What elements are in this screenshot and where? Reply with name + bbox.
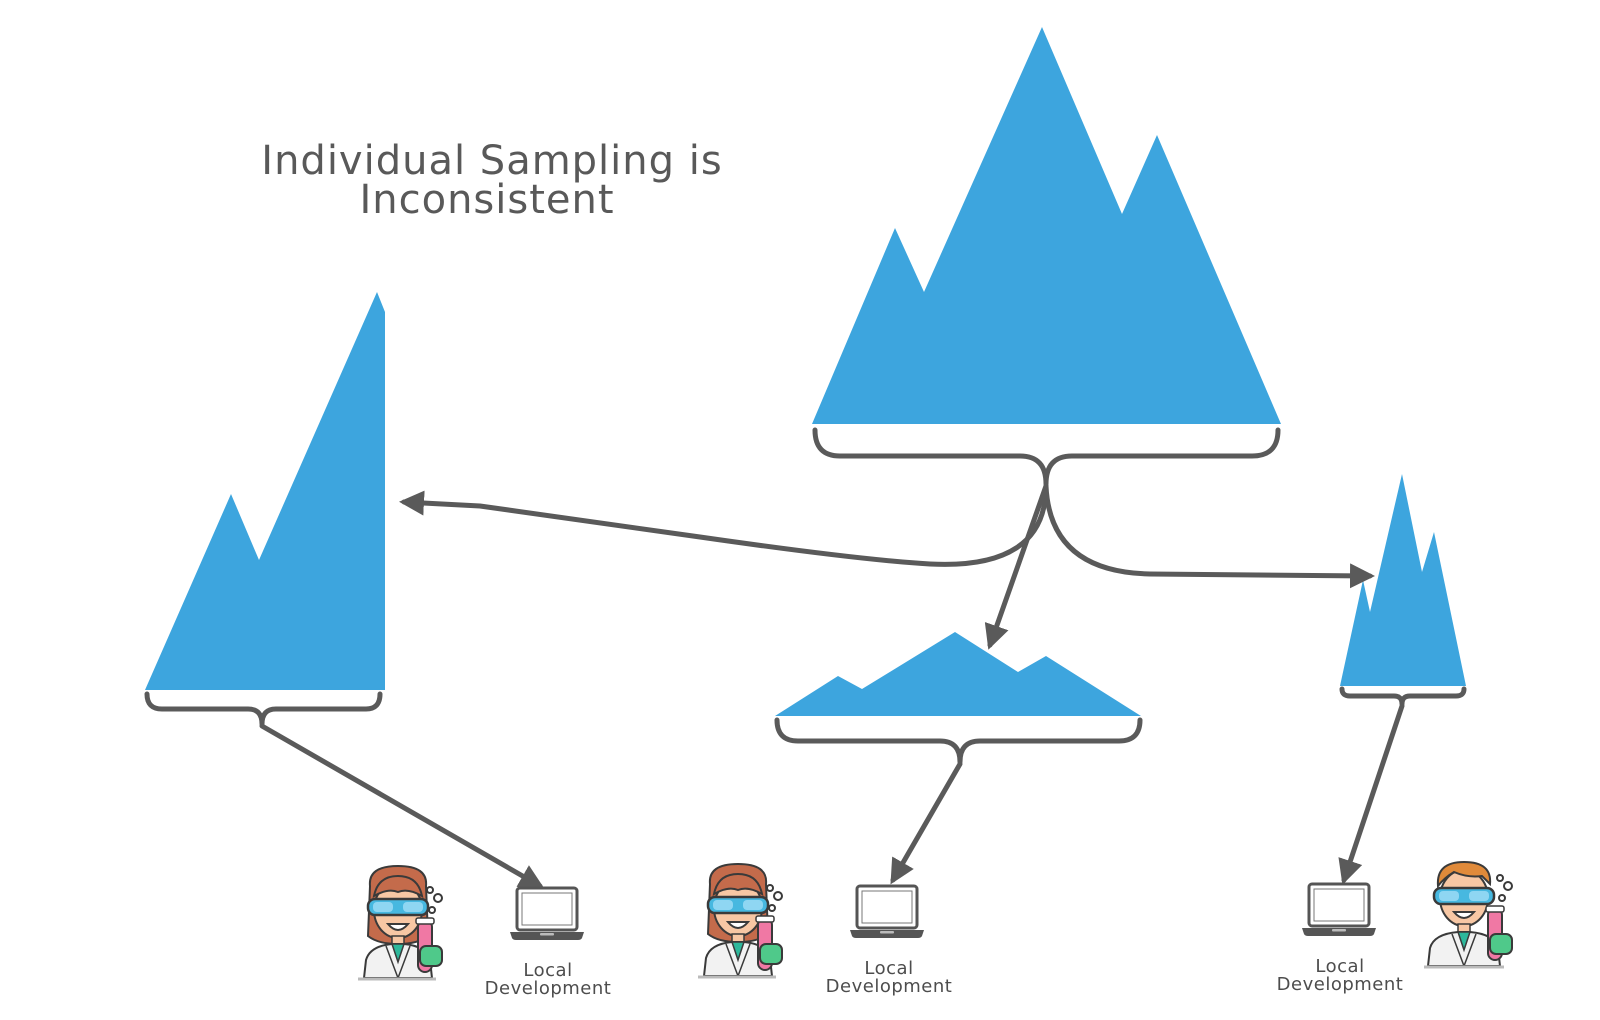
female-scientist-icon (696, 862, 784, 979)
arrow-population-to-right (1043, 483, 1375, 589)
laptop-icon (1300, 882, 1378, 938)
sample-distribution-left (144, 292, 385, 727)
female-scientist-icon (356, 864, 444, 981)
sample-distribution-right (1339, 474, 1467, 707)
caption-middle-line-1: Local (864, 958, 913, 979)
arrow-right-sample-to-laptop (1338, 703, 1405, 885)
sample-right-brace (1339, 686, 1467, 707)
sample-left-peaks (145, 292, 385, 690)
caption-right-line-2: Development (1277, 974, 1404, 995)
sample-right-peaks (1340, 474, 1466, 686)
sample-distribution-middle (774, 632, 1143, 765)
arrow-population-to-left (399, 483, 1049, 567)
population-brace (812, 427, 1281, 487)
population-peaks (812, 27, 1281, 424)
caption-right-line-1: Local (1315, 956, 1364, 977)
population-distribution (812, 27, 1281, 487)
sample-left-brace (144, 691, 383, 727)
caption-left-line-2: Development (485, 978, 612, 999)
sample-middle-peaks (775, 632, 1141, 716)
caption-middle-line-2: Development (826, 976, 953, 997)
arrow-population-to-middle (984, 483, 1049, 650)
caption-left-line-1: Local (523, 960, 572, 981)
title-line-2: Inconsistent (359, 177, 614, 223)
sample-middle-brace (774, 717, 1143, 765)
male-scientist-icon (1422, 860, 1514, 969)
arrow-left-sample-to-laptop (259, 723, 545, 889)
arrow-middle-sample-to-laptop (890, 761, 963, 885)
laptop-icon (848, 884, 926, 940)
laptop-icon (508, 886, 586, 942)
title-line-1: Individual Sampling is (261, 138, 722, 184)
